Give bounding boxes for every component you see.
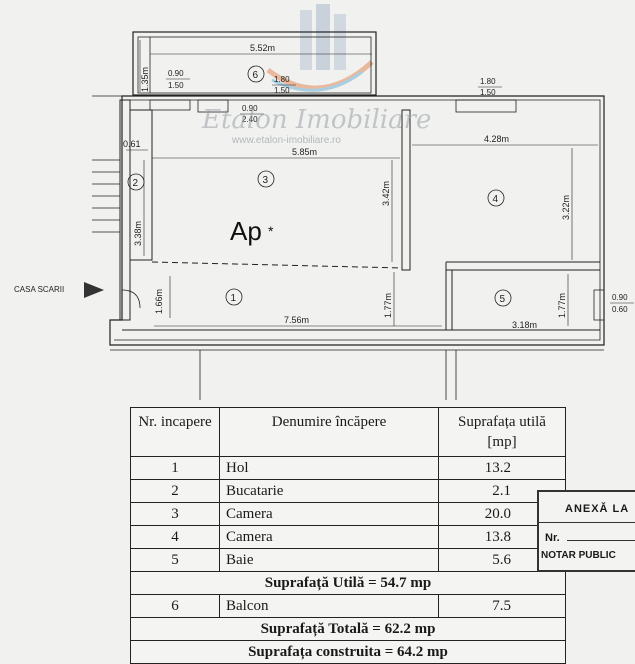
dim-r2-length: 3.38m	[133, 221, 143, 246]
svg-text:6: 6	[253, 70, 259, 81]
table-row: 5 Baie 5.6	[130, 548, 566, 572]
svg-text:5: 5	[500, 294, 506, 305]
dim-hall-height: 1.77m	[383, 293, 393, 318]
dim-r2-width: 0.61	[123, 139, 141, 149]
useful-total-row: Suprafață Utilă = 54.7 mp	[130, 571, 566, 595]
svg-text:3: 3	[263, 175, 269, 186]
floor-plan: CASA SCARII 5.52m 1.35m 0.90 1.50 1.80 1…	[14, 4, 634, 400]
dim-win-c-bot: 1.50	[480, 88, 496, 97]
stair-label: CASA SCARII	[14, 285, 64, 294]
dim-win-d-bot: 0.60	[612, 305, 628, 314]
table-row: 1 Hol 13.2	[130, 456, 566, 480]
stamp-nr: Nr.	[545, 532, 560, 544]
dim-r3-height: 3.42m	[381, 181, 391, 206]
table-row: 4 Camera 13.8	[130, 525, 566, 549]
dim-r4-width: 4.28m	[484, 134, 509, 144]
dimension-lines	[126, 40, 598, 331]
watermark-brand: Etalon Imobiliare	[201, 105, 431, 135]
room-number-1: 1	[225, 288, 243, 306]
dim-hall-length: 7.56m	[284, 315, 309, 325]
room-number-6: 6	[247, 65, 265, 83]
svg-text:4: 4	[493, 194, 499, 205]
cell-area: 13.2	[438, 456, 566, 480]
room-number-5: 5	[494, 289, 512, 307]
svg-text:2: 2	[133, 178, 139, 189]
cell-name: Bucatarie	[219, 479, 439, 503]
total-row: Suprafață Totală = 62.2 mp	[130, 617, 566, 641]
apartment-label-mark: *	[268, 223, 274, 239]
cell-nr: 4	[130, 525, 220, 549]
apartment-walls	[92, 95, 605, 400]
header-name: Denumire încăpere	[219, 407, 439, 457]
table-row: 3 Camera 20.0	[130, 502, 566, 526]
dim-hall-left: 1.66m	[154, 289, 164, 314]
dim-win-b-bot: 1.50	[274, 86, 290, 95]
cell-name: Baie	[219, 548, 439, 572]
dim-balcony-depth: 1.35m	[140, 67, 150, 92]
cell-name: Camera	[219, 525, 439, 549]
watermark-url: www.etalon-imobiliare.ro	[231, 135, 341, 146]
built-area: Suprafața construita = 64.2 mp	[130, 640, 566, 664]
balcony-outline	[132, 31, 377, 96]
room-number-3: 3	[257, 170, 275, 188]
dim-r5-width: 3.18m	[512, 320, 537, 330]
dim-r5-height: 1.77m	[557, 293, 567, 318]
watermark-logo-icon	[266, 4, 374, 92]
dim-win-a-bot: 1.50	[168, 81, 184, 90]
stair-arrow-icon	[84, 282, 104, 298]
dim-win-c-top: 1.80	[480, 77, 496, 86]
cell-nr: 5	[130, 548, 220, 572]
dim-win-a-top: 0.90	[168, 69, 184, 78]
table-header: Nr. incapere Denumire încăpere Suprafața…	[130, 407, 566, 457]
stamp-title: ANEXĂ LA	[565, 503, 630, 515]
cell-name: Camera	[219, 502, 439, 526]
apartment-label: Ap	[230, 216, 262, 246]
cell-name: Hol	[219, 456, 439, 480]
dim-door-bot: 2.40	[242, 115, 258, 124]
dim-r4-height: 3.22m	[561, 195, 571, 220]
dim-door-top: 0.90	[242, 104, 258, 113]
rooms-table: Nr. incapere Denumire încăpere Suprafața…	[130, 407, 566, 664]
cell-nr: 6	[130, 594, 220, 618]
svg-text:1: 1	[231, 293, 237, 304]
room-number-4: 4	[487, 189, 505, 207]
notary-stamp: ANEXĂ LA Nr. NOTAR PUBLIC	[537, 490, 635, 572]
cell-area: 7.5	[438, 594, 566, 618]
cell-nr: 2	[130, 479, 220, 503]
dim-balcony-width: 5.52m	[250, 43, 275, 53]
header-nr: Nr. incapere	[130, 407, 220, 457]
dim-win-b-top: 1.80	[274, 75, 290, 84]
total-area: Suprafață Totală = 62.2 mp	[130, 617, 566, 641]
cell-nr: 3	[130, 502, 220, 526]
dim-r3-width: 5.85m	[292, 147, 317, 157]
useful-total: Suprafață Utilă = 54.7 mp	[130, 571, 566, 595]
table-row: 2 Bucatarie 2.1	[130, 479, 566, 503]
header-area: Suprafața utilă [mp]	[438, 407, 566, 457]
room-number-2: 2	[127, 173, 145, 191]
table-row: 6 Balcon 7.5	[130, 594, 566, 618]
stamp-notar: NOTAR PUBLIC	[541, 550, 616, 561]
cell-name: Balcon	[219, 594, 439, 618]
cell-nr: 1	[130, 456, 220, 480]
built-row: Suprafața construita = 64.2 mp	[130, 640, 566, 664]
dim-win-d-top: 0.90	[612, 293, 628, 302]
